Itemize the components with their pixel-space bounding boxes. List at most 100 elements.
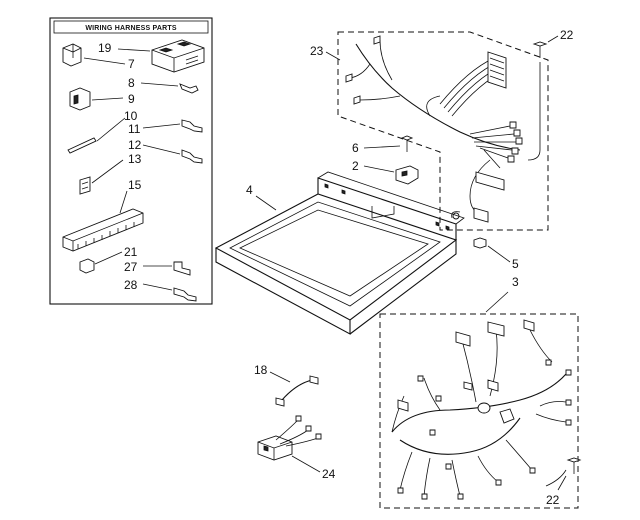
leader-5: [487, 245, 511, 263]
legend-number-12: 12: [128, 138, 142, 152]
console-holes: [324, 183, 450, 231]
leader-12: [142, 144, 181, 155]
part-15-slots: [77, 222, 135, 249]
part-27-bracket: [173, 261, 191, 276]
screw-22-top: [532, 35, 559, 58]
legend-header-box: [53, 20, 209, 34]
part-19-latch: [158, 41, 192, 53]
leader-7: [83, 57, 126, 65]
part-19-housing: [151, 39, 205, 73]
upper-wiring-harness: [337, 31, 549, 231]
callout-22-bottom: 22: [546, 493, 560, 507]
harness-24-connector-detail: [263, 445, 269, 452]
bracket-2: [395, 165, 419, 185]
bracket-2-detail: [401, 170, 408, 177]
legend-number-9: 9: [128, 92, 135, 106]
top-panel-front-edge: [215, 248, 351, 335]
legend-number-10: 10: [124, 109, 138, 123]
harness-23-trunk: [355, 43, 521, 151]
callout-2: 2: [352, 159, 359, 173]
callout-22-top: 22: [560, 28, 574, 42]
ribbon-connector-slots: [489, 57, 505, 82]
harness-3-junction: [477, 402, 491, 414]
cabinet-top-4: [214, 171, 465, 335]
leader-15: [119, 190, 128, 214]
harness-23-small-connector: [473, 207, 489, 223]
leader-28: [142, 283, 173, 291]
part-8-terminal: [179, 83, 199, 94]
harness-3-connector-b: [487, 321, 505, 337]
leader-18: [269, 371, 291, 383]
main-wiring-harness-3: [379, 313, 579, 509]
harness-3-connector-g: [397, 399, 409, 412]
part-9-plug: [69, 87, 91, 111]
leader-11: [142, 123, 181, 129]
part-7-edges: [62, 44, 82, 58]
legend-title: WIRING HARNESS PARTS: [85, 25, 177, 32]
lead-18-end-b: [309, 375, 319, 385]
legend-number-27: 27: [124, 260, 138, 274]
harness-23-ground-lead: [451, 211, 461, 219]
harness-23-connector-block: [475, 171, 505, 191]
part-7-connector: [62, 43, 82, 67]
leader-3: [485, 291, 509, 313]
harness-23-fan-wires: [469, 125, 516, 169]
leader-13: [91, 159, 124, 184]
legend-number-21: 21: [124, 245, 138, 259]
harness-3-connector-c: [523, 319, 535, 332]
part-10-pin: [67, 137, 97, 154]
leader-24: [291, 455, 321, 473]
part-15-edges: [62, 212, 144, 251]
part-9-detail: [73, 94, 79, 105]
harness-3-outline: [379, 313, 579, 509]
callout-18: 18: [254, 363, 268, 377]
harness-3-connector-a: [455, 331, 471, 347]
callout-4: 4: [246, 183, 253, 197]
part-28-terminal: [173, 287, 197, 302]
console-mount-tab: [371, 206, 395, 219]
harness-3-branches: [391, 329, 567, 497]
harness-3-trunk: [391, 373, 567, 433]
screw-22-bottom: [557, 457, 582, 491]
leader-6: [363, 145, 401, 149]
callout-6: 6: [352, 141, 359, 155]
harness-23-lower-lead: [469, 159, 491, 215]
part-19-ribs: [185, 55, 199, 65]
part-13-connector: [79, 176, 91, 195]
harness-3-connector-f: [499, 408, 515, 424]
leader-21: [94, 251, 123, 265]
clip-5-body: [473, 237, 487, 249]
legend-part-drawings: [62, 39, 205, 302]
leader-9: [91, 97, 124, 101]
callout-3: 3: [512, 275, 519, 289]
legend-frame: [49, 17, 213, 305]
harness-3-terminals: [397, 359, 572, 500]
legend-number-8: 8: [128, 76, 135, 90]
leader-22-bottom: [557, 475, 567, 491]
leader-19: [117, 48, 151, 52]
ribbon-connector: [487, 51, 507, 89]
top-panel-right-edge: [349, 240, 457, 335]
legend-leader-lines: [83, 48, 181, 291]
legend-number-15: 15: [128, 178, 142, 192]
harness-3-connector-e: [463, 381, 473, 391]
top-panel-upper-face: [214, 193, 458, 321]
leader-4: [255, 195, 277, 211]
part-15-strip: [62, 208, 144, 252]
screw-6-head: [400, 135, 414, 141]
part-12-terminal: [181, 149, 203, 164]
leader-22-top: [547, 35, 559, 43]
ground-lead-22-bottom: [545, 469, 567, 487]
ground-wire-22: [527, 62, 541, 161]
legend-number-28: 28: [124, 278, 138, 292]
lid-opening-outer: [229, 201, 441, 307]
lid-opening-inner: [239, 209, 429, 297]
legend-number-7: 7: [128, 57, 135, 71]
lead-18-wire: [281, 379, 313, 401]
leader-2: [363, 165, 395, 173]
part-11-terminal: [181, 119, 203, 133]
part-13-slots: [81, 181, 89, 190]
callout-23: 23: [310, 44, 324, 58]
leader-10: [96, 117, 126, 142]
leader-23: [325, 51, 341, 61]
